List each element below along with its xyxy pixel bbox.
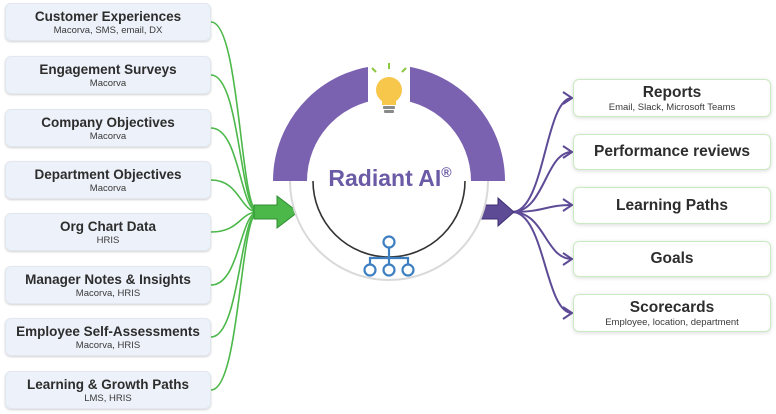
input-arrow xyxy=(253,194,299,230)
input-source: LMS, HRIS xyxy=(84,392,132,404)
output-arrowhead xyxy=(562,306,574,320)
output-detail: Email, Slack, Microsoft Teams xyxy=(608,101,736,113)
input-connector xyxy=(210,179,259,213)
output-arrowhead xyxy=(562,145,574,159)
input-source: Macorva, HRIS xyxy=(75,339,141,351)
input-source: HRIS xyxy=(96,234,120,246)
input-title: Learning & Growth Paths xyxy=(26,376,189,392)
output-reports: Reports Email, Slack, Microsoft Teams xyxy=(573,79,771,117)
hub-name: Radiant AI xyxy=(328,165,442,191)
input-connectors xyxy=(210,21,259,391)
input-connector xyxy=(210,74,259,213)
output-connector xyxy=(511,204,573,213)
registered-mark: ® xyxy=(441,164,452,180)
input-source: Macorva xyxy=(89,77,127,89)
output-arrowhead xyxy=(562,198,574,212)
output-connector xyxy=(511,151,573,213)
output-title: Learning Paths xyxy=(616,196,728,214)
output-title: Reports xyxy=(642,83,702,101)
output-scorecards: Scorecards Employee, location, departmen… xyxy=(573,294,771,332)
output-connectors xyxy=(511,91,574,320)
output-performance-reviews: Performance reviews xyxy=(573,134,771,170)
output-title: Scorecards xyxy=(629,298,715,316)
output-title: Performance reviews xyxy=(594,143,750,160)
input-title: Manager Notes & Insights xyxy=(25,271,191,287)
output-detail: Employee, location, department xyxy=(605,316,739,328)
output-title: Goals xyxy=(650,250,694,267)
output-arrowhead xyxy=(562,252,574,266)
input-title: Engagement Surveys xyxy=(39,61,177,77)
input-title: Org Chart Data xyxy=(59,218,157,234)
hub-title: Radiant AI® xyxy=(300,164,480,192)
output-connector xyxy=(511,211,573,314)
input-source: Macorva, HRIS xyxy=(75,287,141,299)
input-employee-self-assessments: Employee Self-Assessments Macorva, HRIS xyxy=(5,318,211,356)
input-department-objectives: Department Objectives Macorva xyxy=(5,161,211,199)
input-connector xyxy=(210,127,259,213)
input-engagement-surveys: Engagement Surveys Macorva xyxy=(5,56,211,94)
input-connector xyxy=(210,21,259,213)
input-connector xyxy=(210,211,259,233)
input-source: Macorva xyxy=(89,130,127,142)
input-manager-notes: Manager Notes & Insights Macorva, HRIS xyxy=(5,266,211,304)
input-connector xyxy=(210,211,259,391)
lightbulb-icon xyxy=(368,62,410,114)
output-arrow xyxy=(478,196,515,228)
output-arrowhead xyxy=(562,91,574,105)
output-learning-paths: Learning Paths xyxy=(573,187,771,224)
input-company-objectives: Company Objectives Macorva xyxy=(5,109,211,147)
input-source: Macorva xyxy=(89,182,127,194)
input-org-chart-data: Org Chart Data HRIS xyxy=(5,213,211,251)
output-goals: Goals xyxy=(573,241,771,277)
input-title: Employee Self-Assessments xyxy=(16,323,200,339)
input-title: Department Objectives xyxy=(34,166,182,182)
input-customer-experiences: Customer Experiences Macorva, SMS, email… xyxy=(5,3,211,41)
input-title: Company Objectives xyxy=(41,114,175,130)
input-learning-growth-paths: Learning & Growth Paths LMS, HRIS xyxy=(5,371,211,409)
input-connector xyxy=(210,211,259,286)
input-title: Customer Experiences xyxy=(34,8,182,24)
network-icon xyxy=(363,235,415,277)
output-connector xyxy=(511,211,573,260)
input-source: Macorva, SMS, email, DX xyxy=(53,24,163,36)
